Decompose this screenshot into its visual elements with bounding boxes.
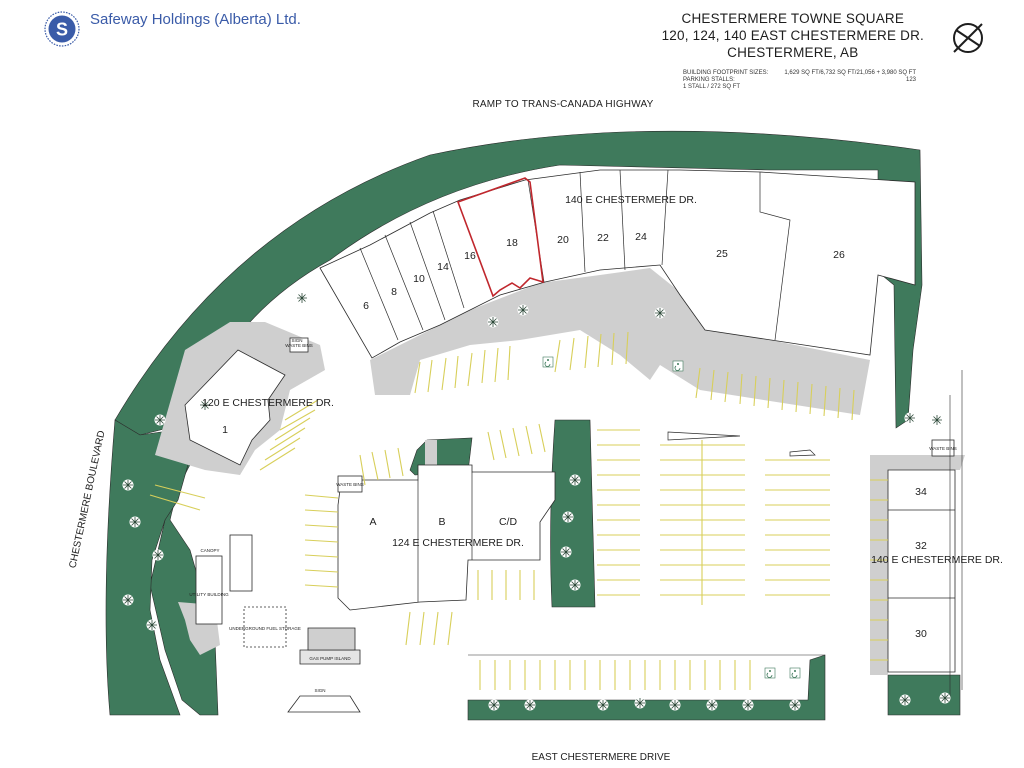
median-north (667, 431, 741, 441)
canopy (229, 534, 253, 592)
median-east (789, 449, 816, 457)
page-title: CHESTERMERE TOWNE SQUARE 120, 124, 140 E… (661, 11, 924, 60)
road-label-north: RAMP TO TRANS-CANADA HIGHWAY (472, 99, 653, 110)
waste-bins-label: WASTE BINS (336, 482, 364, 487)
unit-label: 1 (222, 424, 228, 436)
road-label-south: EAST CHESTERMERE DRIVE (532, 752, 671, 763)
building-120 (184, 349, 286, 466)
island-strip (550, 419, 596, 608)
waste-bins-120 (289, 337, 309, 353)
fuel-storage (243, 606, 287, 648)
logo-icon: S (44, 11, 80, 47)
curb-lines (468, 370, 963, 700)
unit-dividers (359, 169, 955, 602)
unit-label: 24 (635, 231, 647, 243)
building-label-140-north: 140 E CHESTERMERE DR. (565, 194, 697, 206)
unit-label: 8 (391, 286, 397, 298)
site-stats-values: 1,629 SQ FT/6,732 SQ FT/21,056 + 3,980 S… (784, 70, 916, 83)
gas-label: GAS PUMP ISLAND (309, 656, 351, 661)
unit-label: C/D (499, 516, 518, 528)
sign-label: SIGN (314, 688, 325, 693)
svg-text:S: S (56, 20, 68, 40)
unit-label: 6 (363, 300, 369, 312)
buildings (184, 169, 956, 713)
waste-bins-label: WASTE BINS (285, 343, 313, 348)
building-140-east (887, 469, 956, 673)
unit-label: 32 (915, 540, 927, 552)
fuel-label: UNDERGROUND FUEL STORAGE (229, 626, 301, 631)
unit-label: 26 (833, 249, 845, 261)
north-parking-lot (370, 268, 870, 415)
unit-label: 34 (915, 486, 927, 498)
unit-label: 22 (597, 232, 609, 244)
north-arrow-icon (953, 23, 983, 53)
parking-stripes (149, 331, 888, 690)
unit-18-outline[interactable] (456, 177, 544, 298)
unit-label: 30 (915, 628, 927, 640)
building-label-120: 120 E CHESTERMERE DR. (202, 397, 334, 409)
unit-label: 10 (413, 273, 425, 285)
road-label-west: CHESTERMERE BOULEVARD (68, 430, 108, 570)
unit-label: A (369, 516, 376, 528)
unit-label: 14 (437, 261, 449, 273)
canopy-pad (425, 440, 437, 470)
unit-label: 25 (716, 248, 728, 260)
canopy-label: CANOPY (200, 548, 219, 553)
company-name: Safeway Holdings (Alberta) Ltd. (90, 11, 301, 28)
north-west-berm (114, 130, 923, 716)
south-sign (287, 695, 361, 713)
unit-label-18: 18 (506, 237, 518, 249)
unit-label: B (438, 516, 445, 528)
waste-bins-label: WASTE BINS (929, 446, 957, 451)
waste-bins-140 (931, 439, 955, 457)
building-label-124: 124 E CHESTERMERE DR. (392, 537, 524, 549)
site-stats: BUILDING FOOTPRINT SIZES: PARKING STALLS… (683, 70, 769, 90)
utility-building (195, 555, 223, 625)
sign-label: SIGN (291, 338, 302, 343)
utility-label: UTILITY BUILDING (189, 592, 229, 597)
waste-bins-124 (337, 475, 363, 493)
building-label-140-east: 140 E CHESTERMERE DR. (871, 554, 1003, 566)
unit-label: 20 (557, 234, 569, 246)
east-parking-strip (870, 455, 965, 675)
unit-label: 16 (464, 250, 476, 262)
south-strip (467, 654, 826, 721)
west-strip (105, 419, 196, 716)
